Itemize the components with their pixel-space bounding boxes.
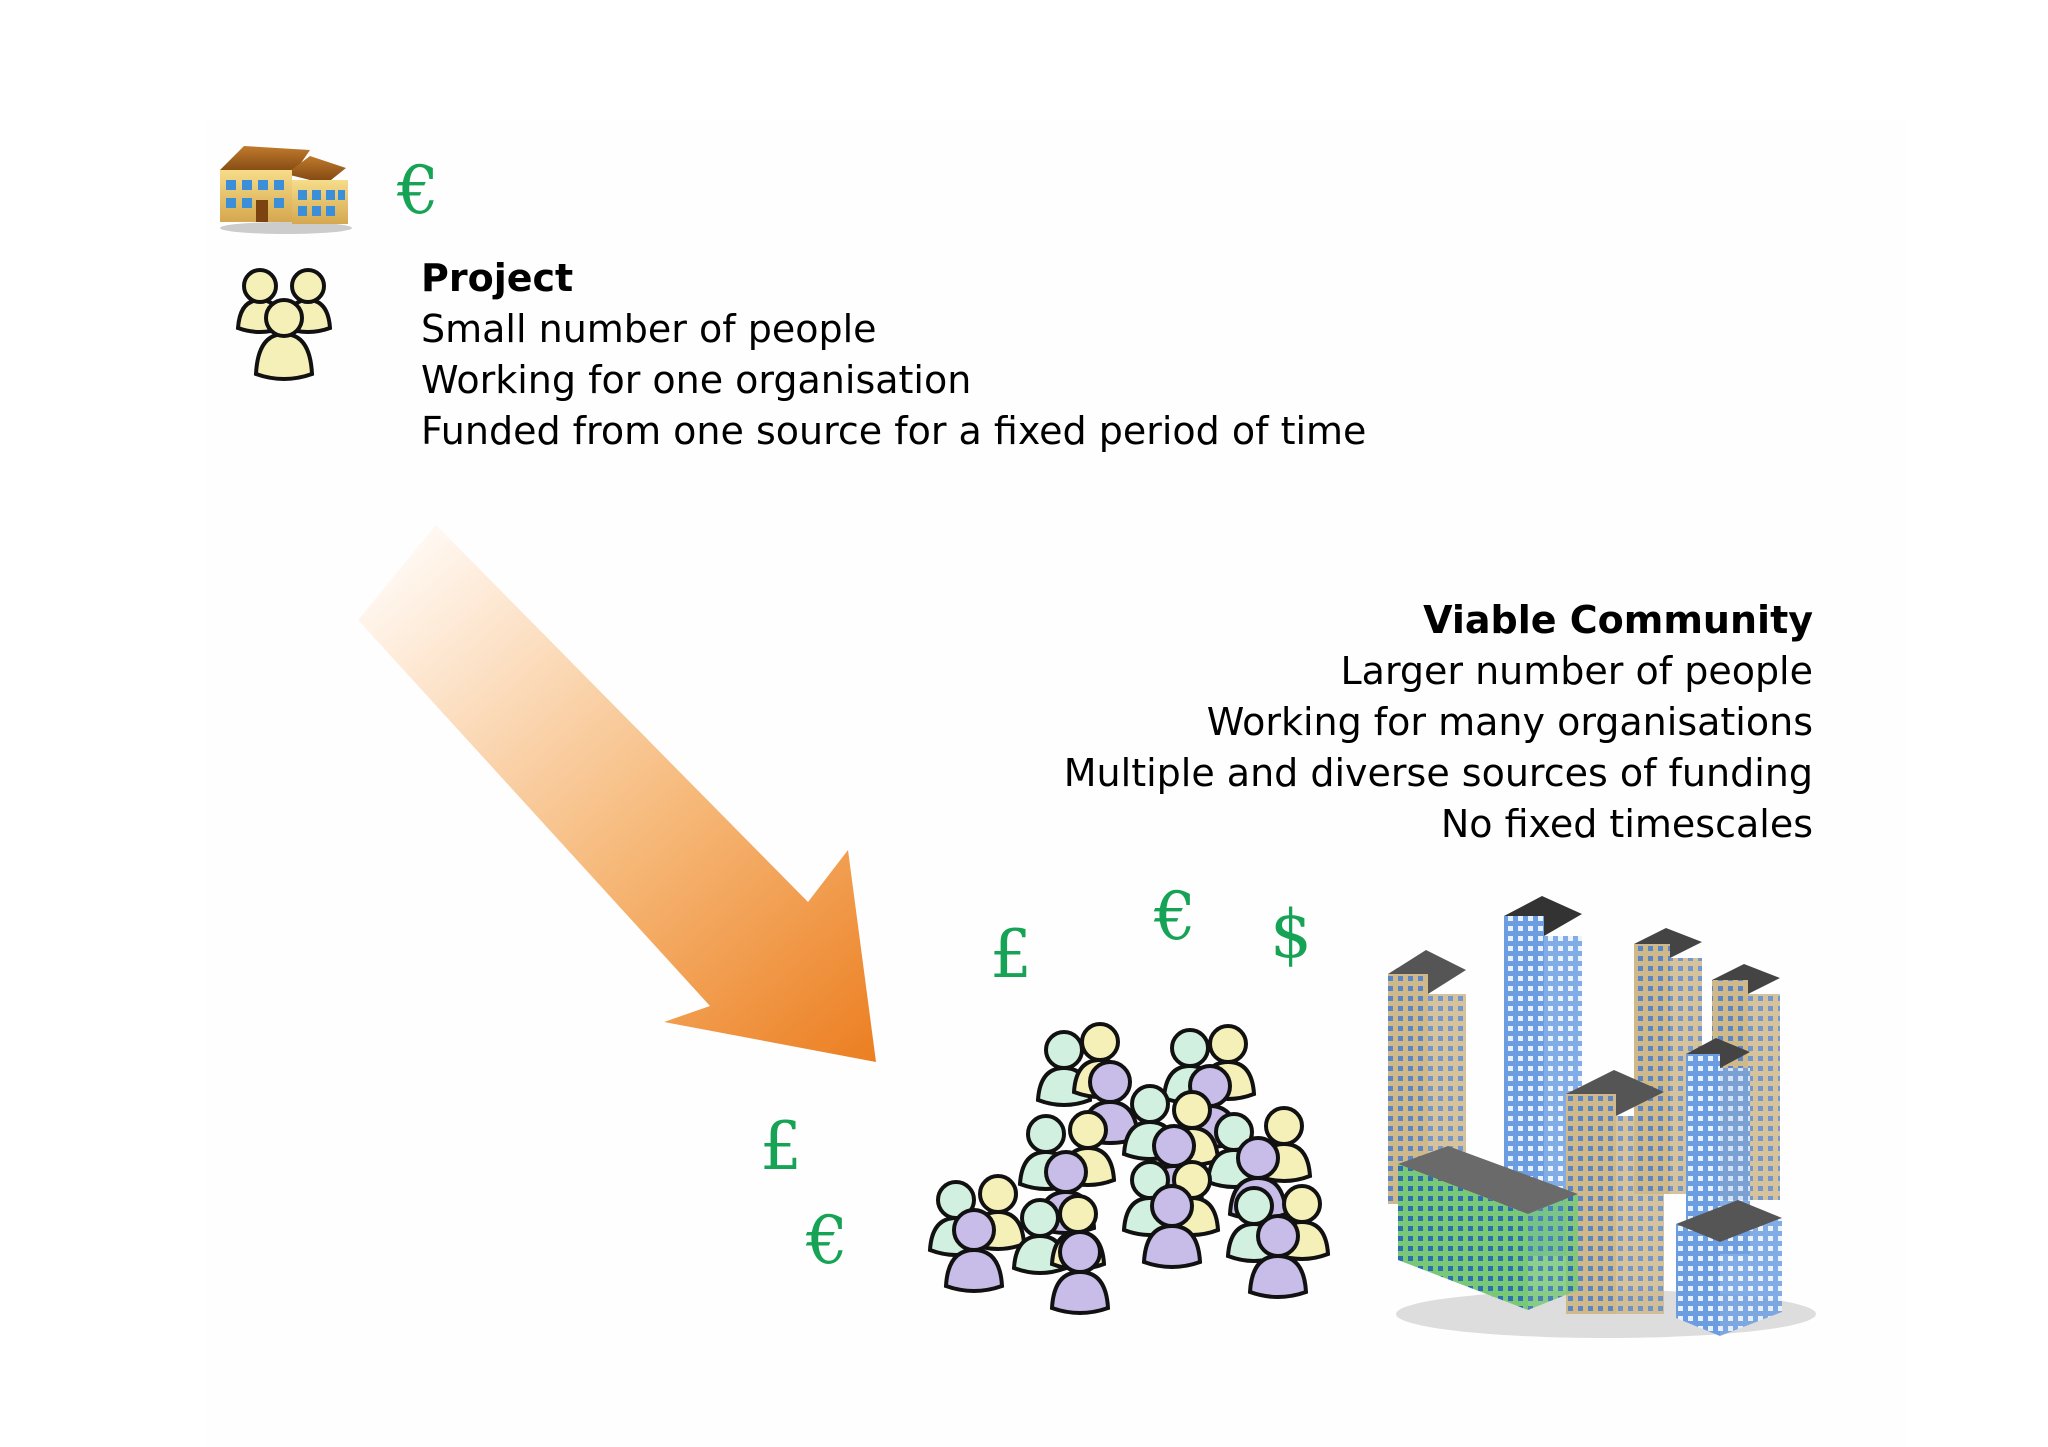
crowd-icon — [928, 1022, 1330, 1315]
project-line-3: Funded from one source for a fixed perio… — [421, 409, 1367, 453]
people-group-icon — [235, 268, 333, 381]
euro-symbol-top: € — [1154, 878, 1196, 955]
pound-symbol-top: £ — [990, 916, 1032, 993]
community-description: Viable Community Larger number of people… — [1000, 595, 1813, 850]
project-line-1: Small number of people — [421, 307, 877, 351]
project-heading: Project — [421, 256, 574, 300]
community-heading: Viable Community — [1423, 598, 1813, 642]
community-line-2: Working for many organisations — [1206, 700, 1813, 744]
euro-symbol-left: € — [806, 1202, 848, 1279]
project-line-2: Working for one organisation — [421, 358, 972, 402]
school-building-icon — [220, 146, 352, 234]
pound-symbol-left: £ — [760, 1108, 802, 1185]
community-line-1: Larger number of people — [1340, 649, 1813, 693]
project-description: Project Small number of people Working f… — [421, 253, 1366, 457]
dollar-symbol-top: $ — [1270, 896, 1312, 973]
community-line-4: No fixed timescales — [1440, 802, 1813, 846]
euro-symbol-project: € — [397, 152, 439, 229]
city-buildings-icon — [1388, 896, 1816, 1338]
community-line-3: Multiple and diverse sources of funding — [1063, 751, 1813, 795]
